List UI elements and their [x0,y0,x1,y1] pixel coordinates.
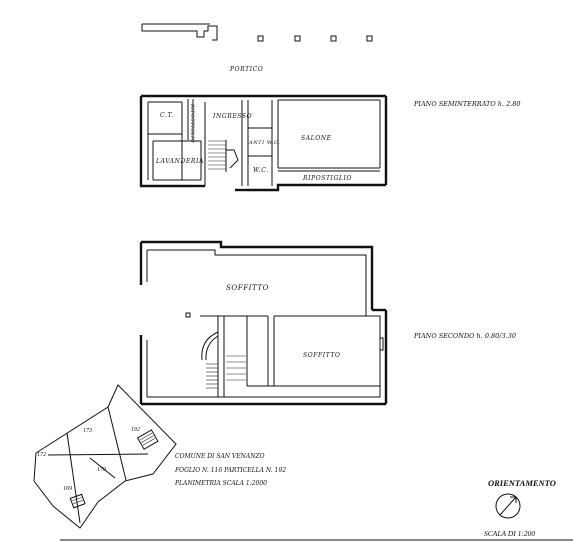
basement-stairs [208,140,239,172]
basement-plan [139,94,388,192]
second-floor-plan [139,240,388,406]
room-salone-label: SALONE [301,135,332,142]
portico-label: PORTICO [229,66,263,73]
scale-label: SCALA DI 1:200 [484,529,535,538]
parcel-169-label: 169 [63,486,72,492]
basement-floor-note: PIANO SEMINTERRATO h. 2.80 [413,100,521,108]
parcel-192-label: 192 [131,427,140,433]
cadastral-map [33,384,177,529]
room-lavanderia-label: LAVANDERIA [155,158,204,165]
parcel-172-label: 172 [37,452,46,458]
second-floor-stairs [206,355,246,389]
parcel-170-label: 170 [97,467,106,473]
room-ripostiglio-small-label: RIPOSTIGLIO [189,103,195,143]
soffitto-main-label: SOFFITTO [226,284,269,292]
cadastral-note-line3: PLANIMETRIA SCALA 1:2000 [174,480,267,487]
room-wc-label: W.C. [253,167,269,174]
portico-outline [141,23,373,42]
room-ct-label: C.T. [160,112,174,119]
room-ingresso-label: INGRESSO [212,113,252,120]
soffitto-room-label: SOFFITTO [303,352,341,359]
room-anti-wc-label: ANTI W.C. [248,140,280,146]
second-floor-note: PIANO SECONDO h. 0.80/3.30 [413,332,516,340]
room-ripostiglio-label: RIPOSTIGLIO [302,175,352,182]
north-arrow-icon [495,493,521,519]
parcel-173-label: 173 [83,428,92,434]
building-parcel-192 [136,429,159,450]
building-parcel-169 [69,493,86,509]
cadastral-note-line2: FOGLIO N. 116 PARTICELLA N. 192 [174,467,286,474]
orientation-title: ORIENTAMENTO [488,478,556,488]
cadastral-note-line1: COMUNE DI SAN VENANZO [175,453,265,460]
